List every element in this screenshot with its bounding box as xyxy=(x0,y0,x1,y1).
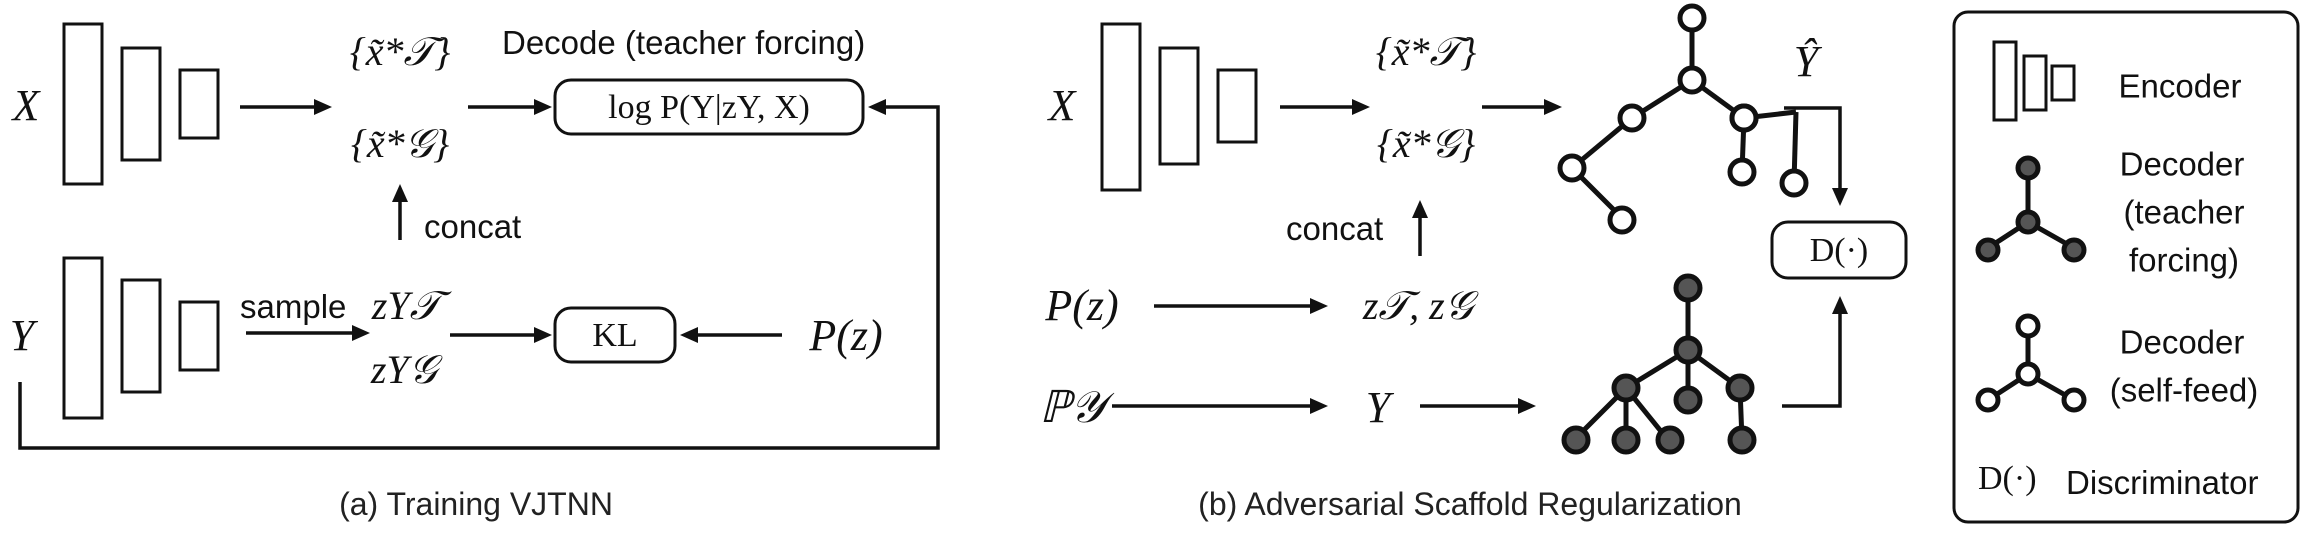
panel-a-decode-label: Decode (teacher forcing) xyxy=(502,24,866,61)
panel-a-x-tree-set: {x̃*𝒯} xyxy=(349,29,451,74)
panel-a-prior: P(z) xyxy=(809,311,883,360)
panel-a-z-tree: zY𝒯 xyxy=(371,283,441,328)
panel-a-input-x: X xyxy=(12,81,40,130)
panel-b-encoder-x xyxy=(1100,22,1258,192)
legend-frame xyxy=(1952,10,2300,524)
panel-a-decode-formula: log P(Y|zY, X) xyxy=(608,89,810,126)
legend-decoder-teacher-icon xyxy=(1975,155,2087,263)
generated-tree-open xyxy=(1557,3,1809,235)
panel-b-concat-label: concat xyxy=(1286,210,1384,247)
panel-b-caption: (b) Adversarial Scaffold Regularization xyxy=(1198,486,1742,522)
panel-b-arrows xyxy=(1112,99,1848,414)
panel-b-y-hat: Ŷ xyxy=(1793,37,1819,86)
panel-b-disc-label: D(·) xyxy=(1809,232,1869,269)
panel-b-data-dist: ℙ𝒴 xyxy=(1039,383,1105,432)
legend-disc-label: Discriminator xyxy=(2066,464,2259,501)
legend-disc-symbol: D(·) xyxy=(1978,460,2037,497)
panel-b-real-y: Y xyxy=(1365,383,1391,432)
legend-decoder-teacher-line1: Decoder xyxy=(2119,145,2245,183)
legend-decoder-self-line2: (self-feed) xyxy=(2109,371,2259,409)
panel-a-encoder-y xyxy=(62,256,220,420)
legend-encoder-icon xyxy=(1992,40,2076,122)
legend-decoder-self-line1: Decoder xyxy=(2119,323,2245,361)
panel-a-concat-label: concat xyxy=(424,208,522,245)
panel-a-x-graph-set: {x̃*𝒢} xyxy=(350,121,450,166)
legend-decoder-teacher-line2: (teacher xyxy=(2123,193,2245,231)
panel-a-caption: (a) Training VJTNN xyxy=(339,486,613,522)
panel-a-encoder-x xyxy=(62,22,220,186)
panel-b-x-graph-set: {x̃*𝒢} xyxy=(1376,121,1476,166)
legend-decoder-teacher-line3: forcing) xyxy=(2128,241,2240,279)
panel-b-x-tree-set: {x̃*𝒯} xyxy=(1375,29,1477,74)
panel-a-arrows xyxy=(18,99,940,450)
panel-a xyxy=(62,22,865,420)
legend-encoder-label: Encoder xyxy=(2118,67,2242,105)
panel-a-decode-box xyxy=(553,78,865,136)
panel-a-input-y: Y xyxy=(9,311,35,360)
panel-b-prior: P(z) xyxy=(1045,281,1119,330)
panel-a-kl-label: KL xyxy=(592,317,638,354)
panel-b xyxy=(1100,22,1908,280)
panel-b-discriminator-box xyxy=(1770,220,1908,280)
panel-a-sample-label: sample xyxy=(240,288,347,325)
panel-a-z-graph: zY𝒢 xyxy=(370,347,438,392)
panel-b-z-pair: z𝒯, z𝒢 xyxy=(1362,283,1474,328)
panel-a-kl-box xyxy=(553,306,677,364)
legend-decoder-self-icon xyxy=(1975,313,2087,413)
panel-b-input-x: X xyxy=(1048,81,1076,130)
real-tree-filled xyxy=(1561,273,1757,455)
